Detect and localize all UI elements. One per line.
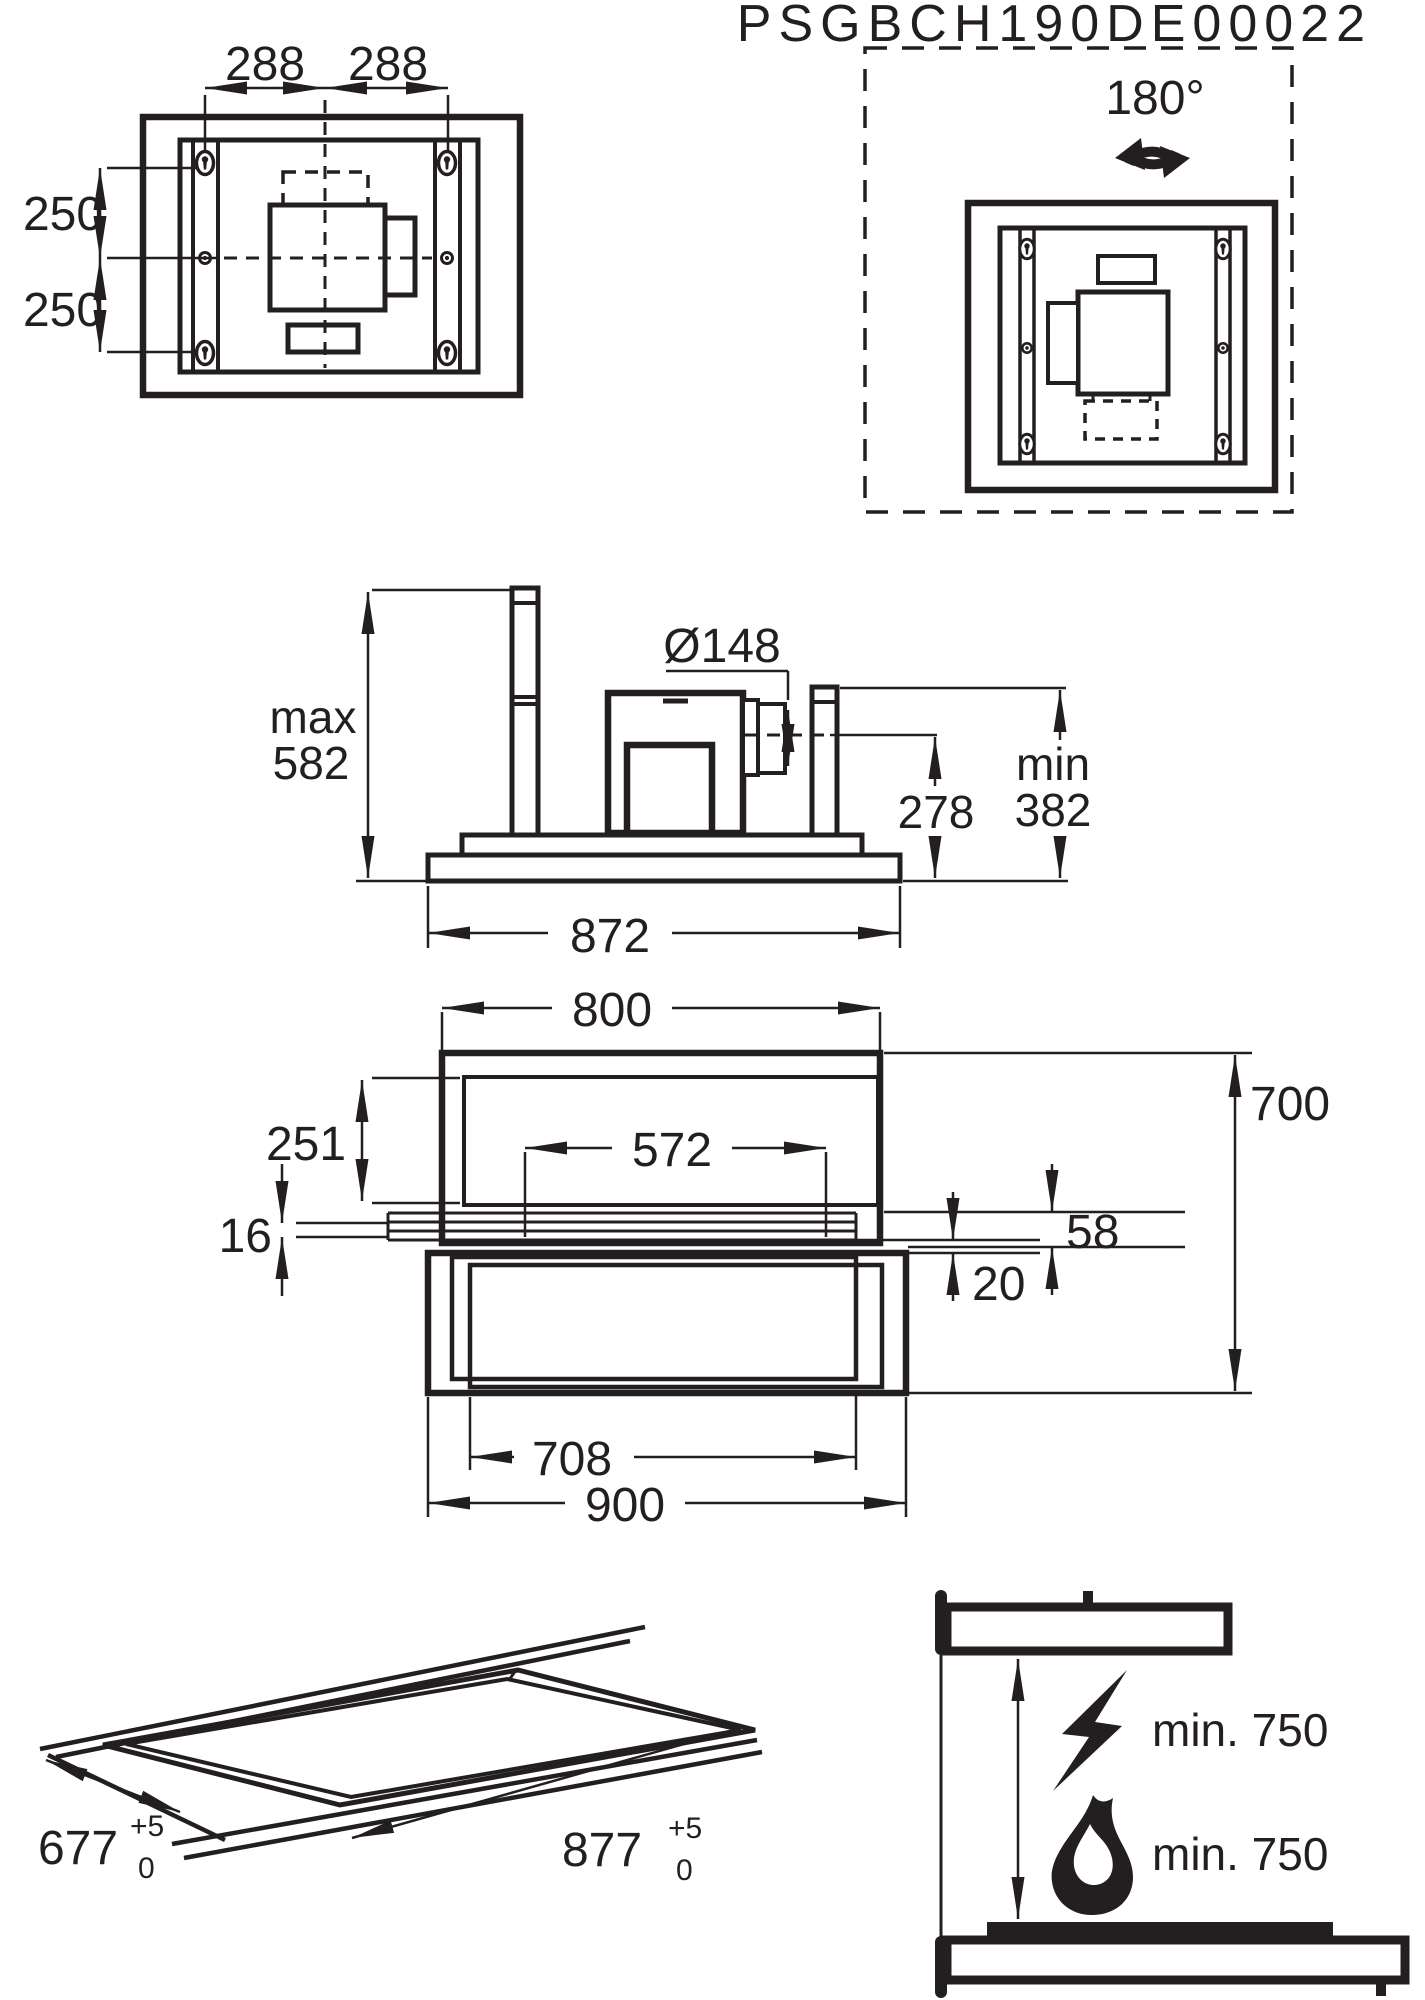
right-support-rod	[809, 684, 840, 838]
dim-min-value: 382	[1015, 784, 1092, 836]
left-support-rod	[509, 585, 541, 838]
dim-16: 16	[219, 1210, 272, 1263]
glass-panel	[462, 1075, 880, 1207]
clearance-electric: min. 750	[1152, 1704, 1328, 1756]
dim-251: 251	[266, 1118, 346, 1171]
side-view: Ø148 max 582 min 382 278 872	[270, 585, 1092, 963]
keyhole-slot	[436, 149, 458, 177]
junction-box	[1096, 254, 1157, 285]
keyhole-slot	[194, 339, 216, 367]
keyhole-slot	[436, 339, 458, 367]
dim-250-bottom: 250	[23, 284, 103, 337]
duct-outline-dashed	[1083, 399, 1159, 441]
dim-250-top: 250	[23, 188, 103, 241]
frame-corner-tick	[507, 1669, 518, 1681]
dim-700: 700	[1250, 1078, 1330, 1131]
motor-box	[1075, 289, 1171, 397]
rotation-icon	[1115, 138, 1190, 178]
motor-flange	[1046, 301, 1080, 385]
product-code: PSGBCH190DE00022	[737, 0, 1372, 53]
dim-677: 677	[38, 1822, 118, 1875]
dim-677-tol-plus: +5	[130, 1810, 164, 1843]
dim-877: 877	[562, 1824, 642, 1877]
rotation-angle: 180°	[1105, 72, 1204, 125]
screw-hole	[1021, 342, 1033, 354]
duct-box	[623, 741, 716, 837]
dimension-line-677	[45, 1758, 181, 1814]
clearance-gas: min. 750	[1152, 1828, 1328, 1880]
lower-frame-box	[424, 1249, 910, 1397]
ceiling-edge-line	[171, 1737, 758, 1847]
dim-800: 800	[572, 984, 652, 1037]
dim-min-label: min	[1016, 738, 1090, 790]
cutout-inner-frame	[125, 1676, 742, 1800]
cutout-outer-frame	[102, 1667, 756, 1808]
flame-icon	[1051, 1795, 1133, 1916]
dim-58: 58	[1066, 1206, 1119, 1259]
dim-708: 708	[532, 1433, 612, 1486]
dim-677-tol-zero: 0	[138, 1852, 155, 1885]
dim-572: 572	[632, 1124, 712, 1177]
duct-connector	[756, 702, 787, 775]
dimension-line-877	[351, 1727, 738, 1840]
clearance-view: min. 750 min. 750	[935, 1590, 1410, 1998]
ceiling-edge-line	[39, 1624, 646, 1752]
dim-877-tol-zero: 0	[676, 1854, 693, 1887]
screw-hole	[440, 251, 454, 265]
inner-frame-a	[449, 1254, 859, 1382]
duct-connector-collar	[741, 698, 760, 777]
keyhole-slot	[1214, 432, 1232, 456]
ceiling-panel-profile	[425, 852, 903, 884]
dim-877-tol-plus: +5	[668, 1812, 702, 1845]
pullout-panel	[386, 1211, 858, 1242]
dim-max-value: 582	[273, 737, 350, 789]
keyhole-slot	[1018, 432, 1036, 456]
lightning-icon	[1053, 1670, 1127, 1791]
keyhole-slot	[1018, 237, 1036, 261]
front-view: 800 251 16 572	[219, 984, 1330, 1532]
cutout-view: 677 +5 0 877 +5 0	[38, 1624, 763, 1887]
dim-278: 278	[898, 786, 975, 838]
inner-frame-b	[467, 1262, 885, 1390]
dim-900: 900	[585, 1479, 665, 1532]
screw-hole	[1217, 342, 1229, 354]
rotated-view: 180°	[863, 46, 1294, 514]
dim-20: 20	[972, 1258, 1025, 1311]
keyhole-slot	[194, 149, 216, 177]
dim-288-right: 288	[348, 38, 428, 91]
junction-box	[285, 322, 361, 355]
hood-bottom-bar	[942, 1602, 1233, 1656]
dim-duct-diameter: Ø148	[663, 620, 780, 673]
mounting-frame-profile	[459, 832, 865, 858]
top-view: 288 288 250 250	[23, 38, 524, 399]
keyhole-slot	[1214, 237, 1232, 261]
counter-bar	[942, 1935, 1410, 1985]
dim-872: 872	[570, 910, 650, 963]
dim-max-label: max	[270, 691, 357, 743]
counter-side-cap	[935, 1936, 947, 1998]
dim-288-left: 288	[225, 38, 305, 91]
